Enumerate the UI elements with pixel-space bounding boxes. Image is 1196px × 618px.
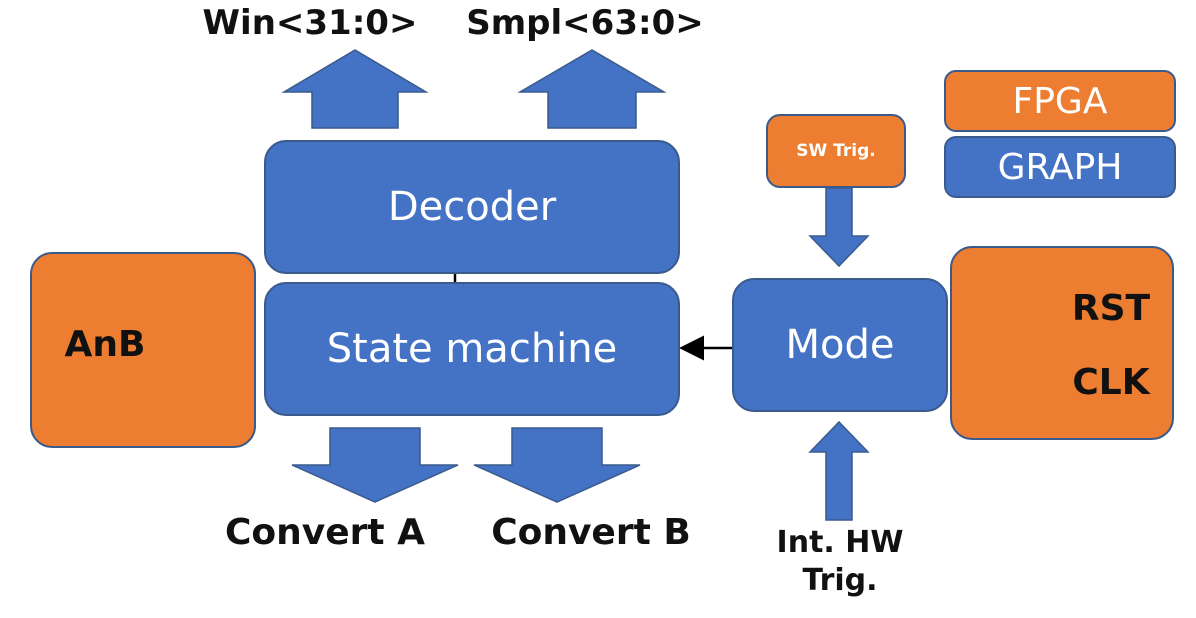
win-output-arrow [281, 49, 429, 129]
rst-label: RST [1071, 288, 1151, 329]
legend-fpga-swatch [944, 70, 1176, 132]
state-machine-block [264, 282, 680, 416]
smpl-output-label: Smpl<63:0> [466, 3, 704, 43]
rst-clk-block [950, 246, 1174, 440]
smpl-output-arrow [517, 49, 667, 129]
convert-b-label: Convert B [491, 512, 691, 553]
mode-block [732, 278, 948, 412]
legend-fpga-label: FPGA [1012, 80, 1108, 122]
convert-a-label: Convert A [224, 512, 426, 553]
convert-b-arrow [473, 427, 641, 503]
state-machine-label: State machine [326, 326, 618, 372]
anb-label: AnB [64, 324, 146, 365]
sw-trig-arrow [808, 187, 870, 268]
decoder-label: Decoder [387, 184, 557, 230]
int-hw-trig-label: Int. HW Trig. [760, 524, 920, 599]
int-hw-trig-line1: Int. HW [776, 525, 904, 560]
decoder-block [264, 140, 680, 274]
mode-label: Mode [785, 322, 895, 368]
sw-trig-block [766, 114, 906, 188]
sw-trig-label: SW Trig. [796, 141, 876, 161]
clk-label: CLK [1072, 362, 1150, 403]
legend-graph-swatch [944, 136, 1176, 198]
int-hw-trig-arrow [808, 420, 870, 521]
win-output-label: Win<31:0> [202, 3, 418, 43]
convert-a-arrow [291, 427, 459, 503]
int-hw-trig-line2: Trig. [802, 562, 878, 598]
legend-graph-label: GRAPH [997, 146, 1123, 188]
anb-block [30, 252, 256, 448]
